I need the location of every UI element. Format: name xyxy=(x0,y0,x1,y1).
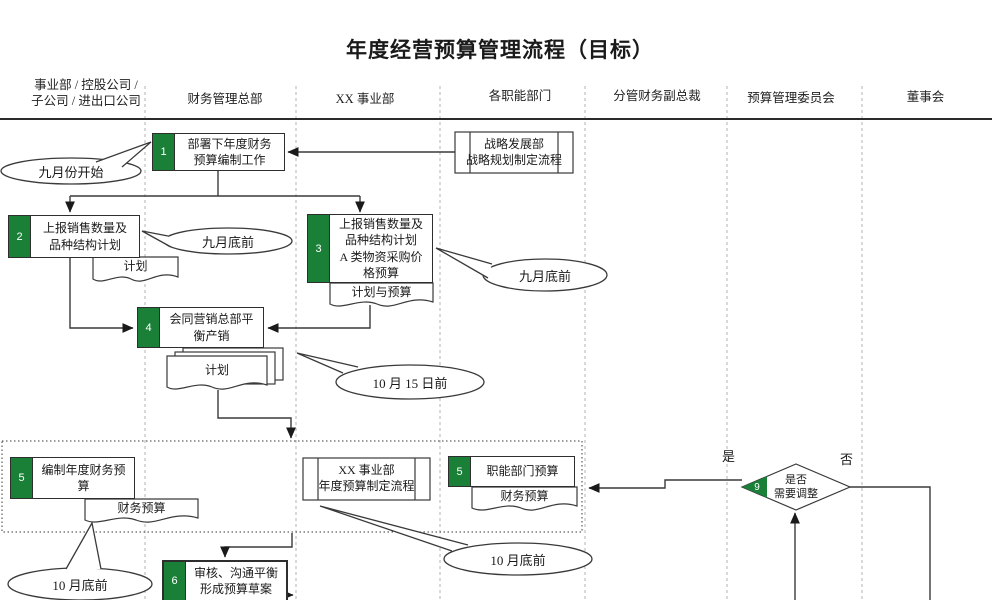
step3-label: 上报销售数量及 品种结构计划 A 类物资采购价 格预算 xyxy=(338,217,423,280)
step6-number-tab: 6 xyxy=(164,562,186,600)
lane-header-vp-finance: 分管财务副总裁 xyxy=(613,89,701,103)
callout-octend-mid-tail xyxy=(319,505,469,552)
subprocess-xx-bu-label: XX 事业部 年度预算制定流程 xyxy=(318,463,415,493)
step5-finance-label: 编制年度财务预 算 xyxy=(41,462,126,493)
lane-header-business-units: 事业部 / 控股公司 / 子公司 / 进出口公司 xyxy=(31,78,141,108)
connector-step3-to-step4 xyxy=(267,305,371,333)
document-plan-budget-step3 xyxy=(329,282,434,307)
step1-number-tab: 1 xyxy=(153,134,175,170)
callout-sep-right-tail xyxy=(435,247,493,279)
callout-start-ellipse xyxy=(0,157,142,185)
callout-oct15-ellipse xyxy=(335,364,485,400)
document-label-finance-budget-dept: 财务预算 xyxy=(500,489,549,504)
phase-group-dotted-rect xyxy=(1,440,583,533)
step4-box: 4 会同营销总部平 衡产销 xyxy=(137,307,264,348)
step5-dept-number-tab: 5 xyxy=(449,457,471,486)
document-stack-front-step4 xyxy=(166,355,268,390)
step4-label: 会同营销总部平 衡产销 xyxy=(169,312,254,343)
step2-number-tab: 2 xyxy=(9,216,31,257)
callout-start-tail xyxy=(95,141,152,168)
step3-number-tab: 3 xyxy=(308,215,330,282)
step2-box: 2 上报销售数量及 品种结构计划 xyxy=(8,215,140,258)
connector-decision-no xyxy=(850,486,931,600)
document-shapes xyxy=(84,256,578,523)
callout-octend-left-tail xyxy=(65,521,102,570)
step5-dept-box: 5 职能部门预算 xyxy=(448,456,575,487)
step3-box: 3 上报销售数量及 品种结构计划 A 类物资采购价 格预算 xyxy=(307,214,433,283)
page-title: 年度经营预算管理流程（目标） xyxy=(346,39,654,62)
connector-step2-to-step4 xyxy=(69,258,134,333)
document-finance-budget-dept xyxy=(471,486,578,511)
callout-sep-right-label: 九月底前 xyxy=(518,269,571,284)
step2-label: 上报销售数量及 品种结构计划 xyxy=(42,221,127,252)
lane-header-board: 董事会 xyxy=(906,90,945,104)
callout-sep-left-label: 九月底前 xyxy=(201,235,254,250)
document-finance-budget-left xyxy=(84,498,199,523)
step5-finance-number-tab: 5 xyxy=(11,458,33,498)
connectors xyxy=(65,147,931,600)
callout-oct15-tail xyxy=(296,352,359,374)
callout-octend-mid-label: 10 月底前 xyxy=(490,553,546,568)
step6-label: 审核、沟通平衡 形成预算草案 xyxy=(193,565,278,596)
decision-label: 是否 需要调整 xyxy=(774,473,818,500)
callout-octend-mid-ellipse xyxy=(443,542,593,576)
document-label-plan-step2: 计划 xyxy=(123,259,148,274)
decision-diamond xyxy=(740,463,852,511)
callout-start-label: 九月份开始 xyxy=(38,165,104,180)
document-plan-step2 xyxy=(92,256,179,282)
step1-box: 1 部署下年度财务 预算编制工作 xyxy=(152,133,285,171)
connector-group-to-step6 xyxy=(220,533,293,558)
callout-oct15-label: 10 月 15 日前 xyxy=(372,376,448,391)
decision-yes-label: 是 xyxy=(722,449,736,464)
subprocess-strategy-shape xyxy=(454,131,574,174)
step6-box: 6 审核、沟通平衡 形成预算草案 xyxy=(162,560,288,600)
step5-dept-label: 职能部门预算 xyxy=(486,464,559,479)
callout-octend-left-label: 10 月底前 xyxy=(52,578,108,593)
connector-docs-to-group xyxy=(217,390,296,439)
subprocess-strategy-label: 战略发展部 战略规划制定流程 xyxy=(465,136,562,167)
step5-finance-box: 5 编制年度财务预 算 xyxy=(10,457,135,499)
step4-number-tab: 4 xyxy=(138,308,160,347)
decision-number: 9 xyxy=(754,481,760,493)
connector-decision-yes xyxy=(588,479,742,493)
document-label-finance-budget-left: 财务预算 xyxy=(117,501,166,516)
lane-header-xx-bu: XX 事业部 xyxy=(335,92,395,106)
lane-header-budget-committee: 预算管理委员会 xyxy=(747,91,835,105)
lane-header-finance-hq: 财务管理总部 xyxy=(187,92,263,106)
decision-no-label: 否 xyxy=(840,452,854,467)
step1-label: 部署下年度财务 预算编制工作 xyxy=(187,136,272,167)
subprocess-shapes xyxy=(302,131,574,501)
decision-number-wedge xyxy=(742,476,767,498)
lane-header-functional-depts: 各职能部门 xyxy=(488,89,552,103)
document-label-plan-budget-step3: 计划与预算 xyxy=(351,285,412,300)
callout-bubbles xyxy=(0,141,608,600)
document-label-plan-step4: 计划 xyxy=(204,363,229,378)
callout-sep-left-tail xyxy=(141,230,172,248)
subprocess-xx-bu-shape xyxy=(302,457,431,501)
